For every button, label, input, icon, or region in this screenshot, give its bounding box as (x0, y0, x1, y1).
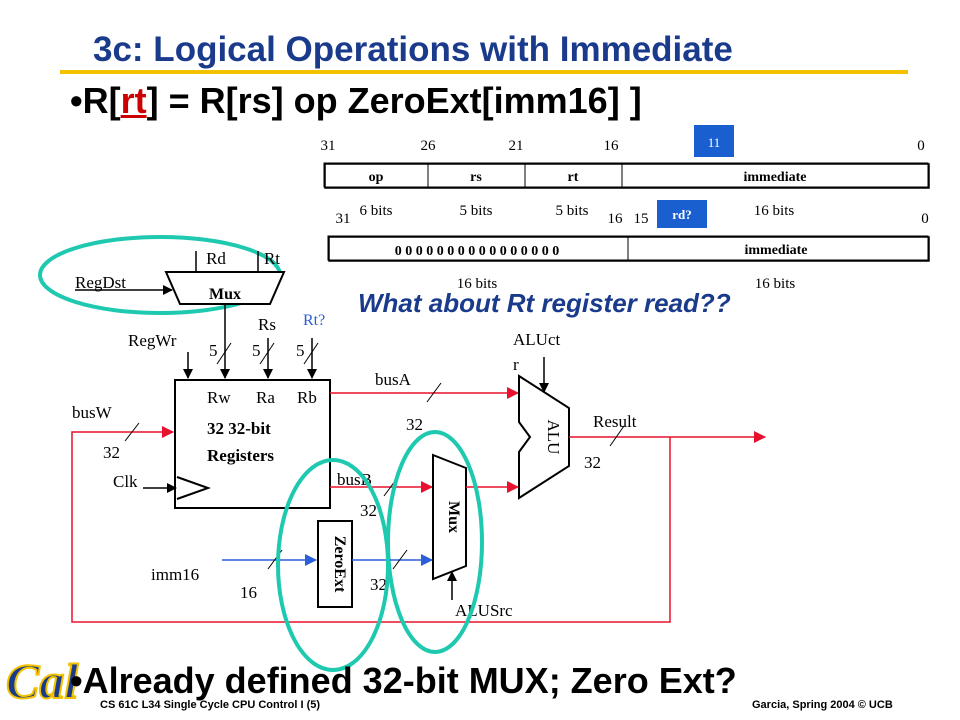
zeroext-label: ZeroExt (331, 536, 348, 593)
bit-31: 31 (321, 138, 336, 154)
cal-logo-image: Cal (5, 652, 79, 710)
zeroext-width: 32 (370, 575, 387, 594)
field-immediate: immediate (744, 170, 807, 185)
aluctr-label-2: r (513, 355, 519, 374)
busw-label: busW (72, 403, 113, 422)
zeroext-group: imm16 16 ZeroExt 32 (151, 458, 433, 672)
bus-slash (216, 342, 232, 365)
bit-0: 0 (921, 211, 929, 227)
zero-field: 0 0 0 0 0 0 0 0 0 0 0 0 0 0 0 0 (395, 244, 560, 259)
bit-0: 0 (917, 138, 925, 154)
width-rs: 5 bits (460, 203, 493, 219)
bus-slash (426, 382, 442, 403)
footer-course: CS 61C L34 Single Cycle CPU Control I (5… (100, 699, 321, 711)
cal-logo-text: Cal (6, 653, 78, 709)
field-op: op (369, 170, 384, 185)
width-rt: 5 bits (556, 203, 589, 219)
format1-box (324, 163, 930, 189)
busw-wire (71, 426, 671, 623)
question-text: What about Rt register read?? (358, 288, 731, 318)
imm16-width: 16 (240, 583, 257, 602)
bus-slash (124, 422, 140, 442)
alusrc-mux-group: busB 32 Mux ALUSrc (330, 430, 519, 654)
bit-26: 26 (421, 138, 437, 154)
register-file (174, 379, 331, 509)
width-5: 5 (296, 341, 305, 360)
bullet-equation-rt: rt (120, 80, 147, 121)
port-rw: Rw (207, 388, 231, 407)
width-5: 5 (252, 341, 261, 360)
alusrc-label: ALUSrc (455, 601, 513, 620)
width-lower: 16 bits (755, 276, 796, 292)
bit-16: 16 (604, 138, 620, 154)
clock-symbol (176, 476, 211, 500)
footer-copyright: Garcia, Spring 2004 © UCB (752, 699, 893, 711)
busw-group: busW 32 Clk (71, 403, 671, 623)
regdst-mux-group: Rd Rt RegDst Mux (38, 235, 286, 315)
bit-11: 11 (708, 135, 721, 150)
busa-width: 32 (406, 415, 423, 434)
field-immediate: immediate (745, 243, 808, 258)
clk-label: Clk (113, 472, 138, 491)
bus-slash (303, 342, 319, 365)
regdst-mux (164, 271, 286, 305)
bus-slash (392, 549, 408, 570)
field-rt: rt (568, 170, 579, 185)
port-ra: Ra (256, 388, 275, 407)
regfile-line1: 32 32-bit (207, 419, 271, 438)
regdst-mux-label: Mux (209, 286, 241, 303)
alusrc-mux (432, 453, 467, 581)
field-rs: rs (470, 170, 482, 185)
port-rb: Rb (297, 388, 317, 407)
zeroext-box (317, 520, 353, 608)
highlight-ellipse (276, 458, 390, 672)
format2-box (328, 236, 930, 262)
bullet-equation-prefix: R[ (82, 80, 121, 121)
bit-31: 31 (336, 211, 351, 227)
instruction-format-2: 31 16 15 rd? 0 0 0 0 0 0 0 0 0 0 0 0 0 0… (327, 200, 930, 292)
width-5: 5 (209, 341, 218, 360)
regdst-label: RegDst (75, 273, 126, 292)
width-upper: 16 bits (457, 276, 498, 292)
regwr-label: RegWr (128, 331, 177, 350)
bus-slash (259, 342, 275, 365)
register-file-group: Rs Rt? RegWr 5 5 5 Rw Ra Rb 32 32-bit Re… (128, 304, 331, 509)
bullet-equation: •R[rt] = R[rs] op ZeroExt[imm16] ] (70, 80, 642, 121)
bus-slash (609, 425, 625, 447)
alu (518, 374, 570, 500)
bit-21: 21 (509, 138, 524, 154)
result-label: Result (593, 412, 637, 431)
rt-question-label: Rt? (303, 312, 325, 329)
alusrc-mux-label: Mux (445, 501, 462, 533)
busa-group: busA 32 (330, 370, 519, 434)
width-immediate: 16 bits (754, 203, 795, 219)
width-op: 6 bits (360, 203, 393, 219)
bit-16: 16 (608, 211, 624, 227)
busa-label: busA (375, 370, 412, 389)
cal-logo: Cal (4, 650, 94, 715)
busw-width: 32 (103, 443, 120, 462)
rd-question: rd? (672, 207, 692, 222)
bit-11-highlight (694, 125, 734, 157)
rd-highlight (657, 200, 707, 228)
alu-group: ALUct r ALU Result 32 (513, 330, 766, 500)
bit-15: 15 (634, 211, 649, 227)
alu-label: ALU (544, 420, 563, 455)
instruction-format-1: 31 26 21 16 11 0 op rs rt immediate 6 bi… (321, 125, 930, 219)
bullet-question-text: Already defined 32-bit MUX; Zero Ext? (82, 660, 737, 701)
title-underline (60, 70, 908, 74)
slide-title: 3c: Logical Operations with Immediate (93, 30, 733, 69)
imm16-label: imm16 (151, 565, 199, 584)
aluctr-label: ALUct (513, 330, 560, 349)
bullet-equation-suffix: ] = R[rs] op ZeroExt[imm16] ] (146, 80, 642, 121)
rs-label: Rs (258, 315, 276, 334)
format1-box-inner (323, 162, 929, 188)
mux-input-rt: Rt (264, 249, 280, 268)
busb-width: 32 (360, 501, 377, 520)
regfile-line2: Registers (207, 446, 274, 465)
mux-input-rd: Rd (206, 249, 226, 268)
bullet-question: •Already defined 32-bit MUX; Zero Ext? (70, 660, 737, 701)
result-width: 32 (584, 453, 601, 472)
